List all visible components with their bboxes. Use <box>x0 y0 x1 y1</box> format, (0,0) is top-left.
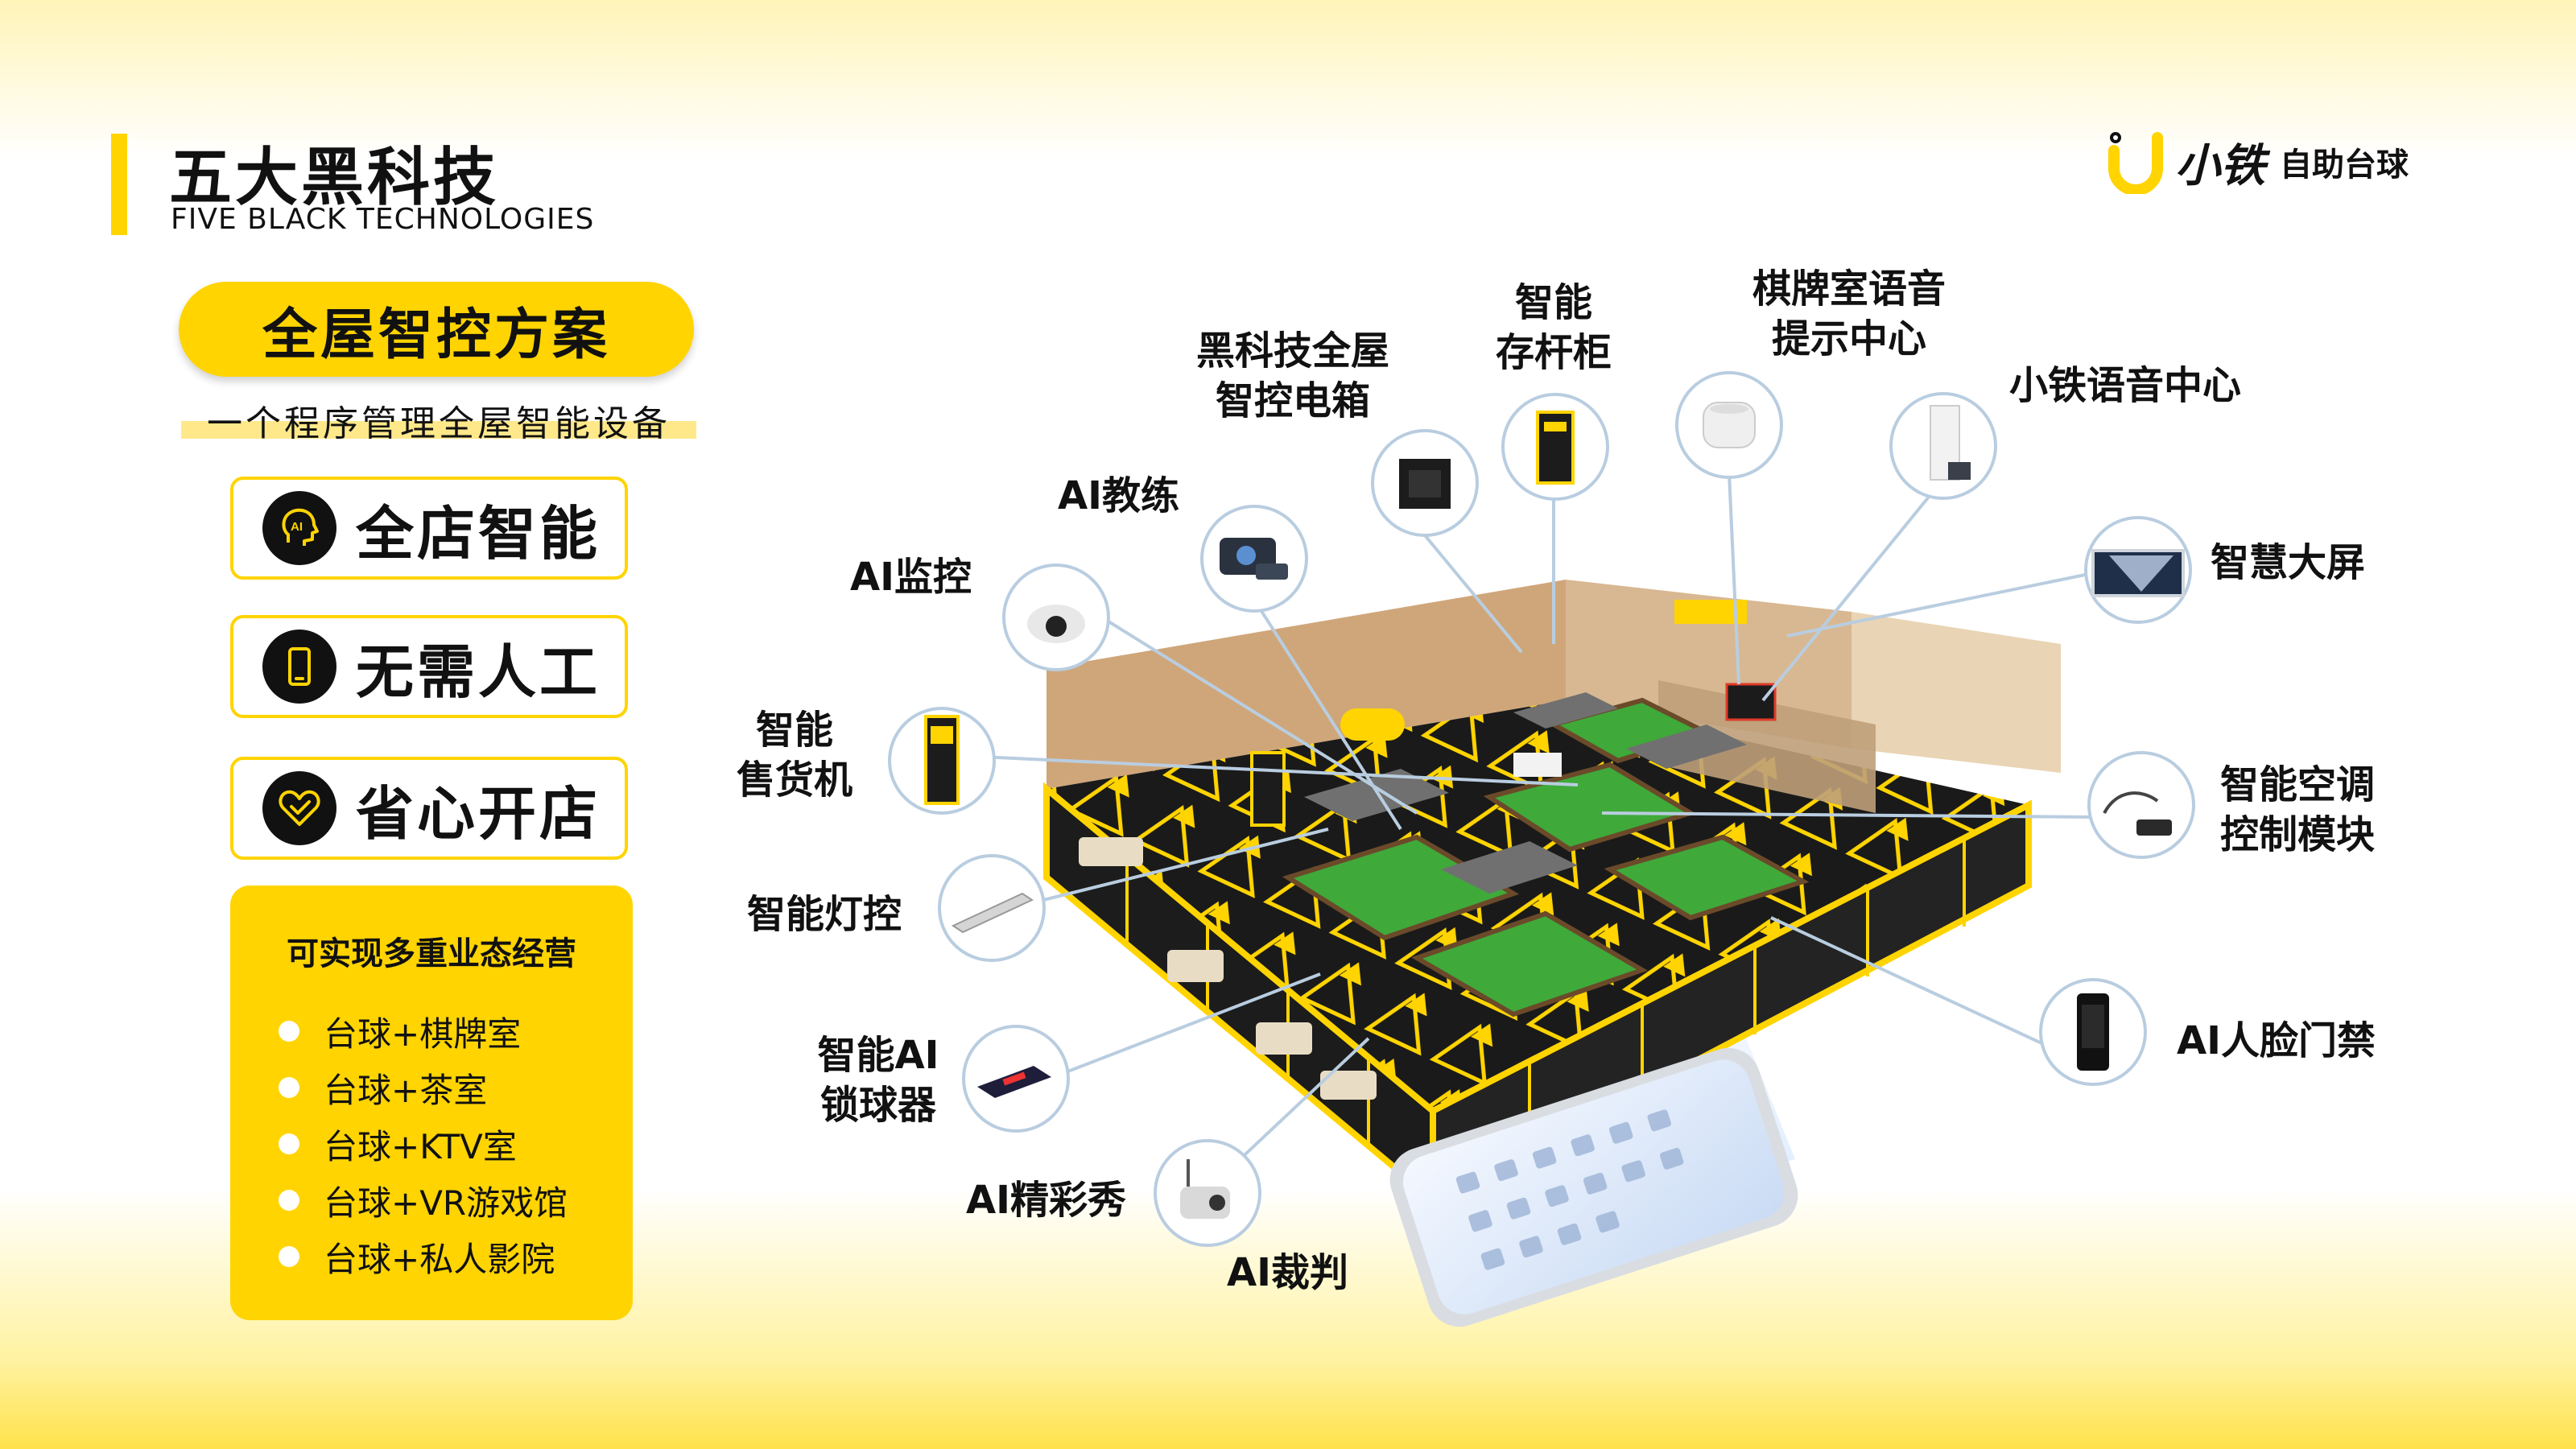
brand-logo: 小铁 自助台球 <box>2107 126 2409 198</box>
device-light-control <box>938 854 1046 962</box>
ac-module-icon <box>2103 791 2172 836</box>
light-bar-icon <box>951 892 1034 934</box>
device-vending <box>888 707 996 815</box>
back-wall <box>1046 580 1566 789</box>
heart-check-icon <box>262 771 336 845</box>
speaker-icon <box>1703 402 1756 448</box>
page-subtitle-en: FIVE BLACK TECHNOLOGIES <box>171 203 595 236</box>
label-ball-lock-line1: 智能AI <box>817 1033 939 1078</box>
business-list: 台球+棋牌室 台球+茶室 台球+KTV室 台球+VR游戏馆 台球+私人影院 <box>279 1003 568 1285</box>
label-ac-module-line2: 控制模块 <box>2220 812 2376 857</box>
label-power-box-line1: 黑科技全屋 <box>1195 328 1389 374</box>
label-vending-line2: 售货机 <box>736 758 852 803</box>
business-box: 可实现多重业态经营 台球+棋牌室 台球+茶室 台球+KTV室 台球+VR游戏馆 … <box>230 886 633 1320</box>
bullet-icon <box>279 1246 299 1267</box>
phone-icon <box>262 630 336 704</box>
brand-name: 小铁 <box>2175 139 2265 192</box>
label-voice-prompt-line2: 提示中心 <box>1771 316 1926 361</box>
list-item-label: 台球+棋牌室 <box>324 1013 522 1054</box>
bullet-icon <box>279 1190 299 1211</box>
device-power-box <box>1371 429 1479 537</box>
list-item-label: 台球+茶室 <box>324 1070 488 1110</box>
bullet-icon <box>279 1021 299 1042</box>
list-item: 台球+茶室 <box>279 1059 568 1116</box>
mobile-phone <box>1389 1047 1798 1327</box>
label-referee: AI裁判 <box>1227 1250 1349 1295</box>
solution-pill: 全屋智控方案 <box>179 282 694 377</box>
label-power-box: 黑科技全屋 智控电箱 <box>1183 326 1402 426</box>
feature-label: 省心开店 <box>356 779 601 848</box>
label-ai-monitor: AI监控 <box>850 555 972 600</box>
feature-card-easy-open: 省心开店 <box>230 757 628 860</box>
device-face-access <box>2039 978 2147 1086</box>
label-ac-module-line1: 智能空调 <box>2220 762 2376 807</box>
title-accent-bar <box>111 134 127 235</box>
projector-icon <box>1220 538 1288 580</box>
label-cue-cabinet-line2: 存杆柜 <box>1495 330 1612 375</box>
device-voice-center <box>1889 392 1997 500</box>
brand-u-icon <box>2107 130 2164 196</box>
lounge-sofas <box>1079 837 1377 1100</box>
voice-box-icon <box>1930 405 1971 481</box>
list-item: 台球+KTV室 <box>279 1116 568 1172</box>
feature-card-smart-store: AI 全店智能 <box>230 477 628 580</box>
ball-lock-icon <box>977 1066 1051 1098</box>
label-ac-module: 智能空调 控制模块 <box>2220 760 2375 860</box>
label-light-control: 智能灯控 <box>747 892 902 937</box>
device-ai-coach <box>1200 505 1308 613</box>
solution-subtitle: 一个程序管理全屋智能设备 <box>181 394 696 444</box>
device-highlight <box>1154 1139 1261 1247</box>
label-voice-prompt: 棋牌室语音 提示中心 <box>1732 264 1966 364</box>
device-cue-cabinet <box>1501 393 1609 501</box>
label-face-access: AI人脸门禁 <box>2177 1018 2376 1063</box>
feature-label: 全店智能 <box>356 499 601 568</box>
electrical-box-icon <box>1399 459 1451 509</box>
label-ball-lock-line2: 锁球器 <box>819 1083 936 1128</box>
device-voice-prompt <box>1675 371 1783 479</box>
device-smart-screen <box>2084 516 2192 624</box>
business-title: 可实现多重业态经营 <box>287 935 576 972</box>
label-ai-coach: AI教练 <box>1058 473 1180 518</box>
bullet-icon <box>279 1133 299 1154</box>
label-cue-cabinet: 智能 存杆柜 <box>1481 278 1626 378</box>
label-cue-cabinet-line1: 智能 <box>1514 280 1592 325</box>
label-smart-screen: 智慧大屏 <box>2211 540 2366 585</box>
label-ball-lock: 智能AI 锁球器 <box>810 1030 947 1130</box>
store-floor <box>1046 700 2029 1111</box>
list-item-label: 台球+私人影院 <box>324 1239 555 1279</box>
ai-head-icon: AI <box>262 491 336 565</box>
list-item: 台球+私人影院 <box>279 1228 568 1285</box>
list-item-label: 台球+VR游戏馆 <box>324 1183 568 1223</box>
device-bubbles <box>888 371 2195 1247</box>
label-voice-prompt-line1: 棋牌室语音 <box>1752 266 1946 312</box>
device-ai-monitor <box>1002 564 1110 671</box>
brand-sub: 自助台球 <box>2280 147 2409 184</box>
cue-cabinet-icon <box>1536 411 1575 485</box>
face-scanner-icon <box>2077 993 2109 1071</box>
label-vending: 智能 售货机 <box>734 705 855 805</box>
list-item: 台球+VR游戏馆 <box>279 1172 568 1228</box>
side-room-wall <box>1852 612 2061 773</box>
label-vending-line1: 智能 <box>755 708 833 753</box>
device-ac-module <box>2087 751 2195 859</box>
camera-icon <box>1180 1159 1230 1219</box>
list-item: 台球+棋牌室 <box>279 1003 568 1059</box>
tv-screen-icon <box>2091 549 2185 597</box>
svg-text:AI: AI <box>291 520 303 534</box>
page-title: 五大黑科技 <box>169 142 500 214</box>
label-highlight: AI精彩秀 <box>966 1178 1127 1223</box>
camera-dome-icon <box>1027 605 1085 643</box>
vending-machine-icon <box>924 715 960 805</box>
label-power-box-line2: 智控电箱 <box>1215 378 1370 423</box>
device-ball-lock <box>962 1025 1070 1133</box>
feature-card-no-staff: 无需人工 <box>230 615 628 718</box>
list-item-label: 台球+KTV室 <box>324 1126 517 1166</box>
label-voice-center: 小铁语音中心 <box>2009 363 2242 408</box>
bullet-icon <box>279 1077 299 1098</box>
feature-label: 无需人工 <box>356 638 601 706</box>
